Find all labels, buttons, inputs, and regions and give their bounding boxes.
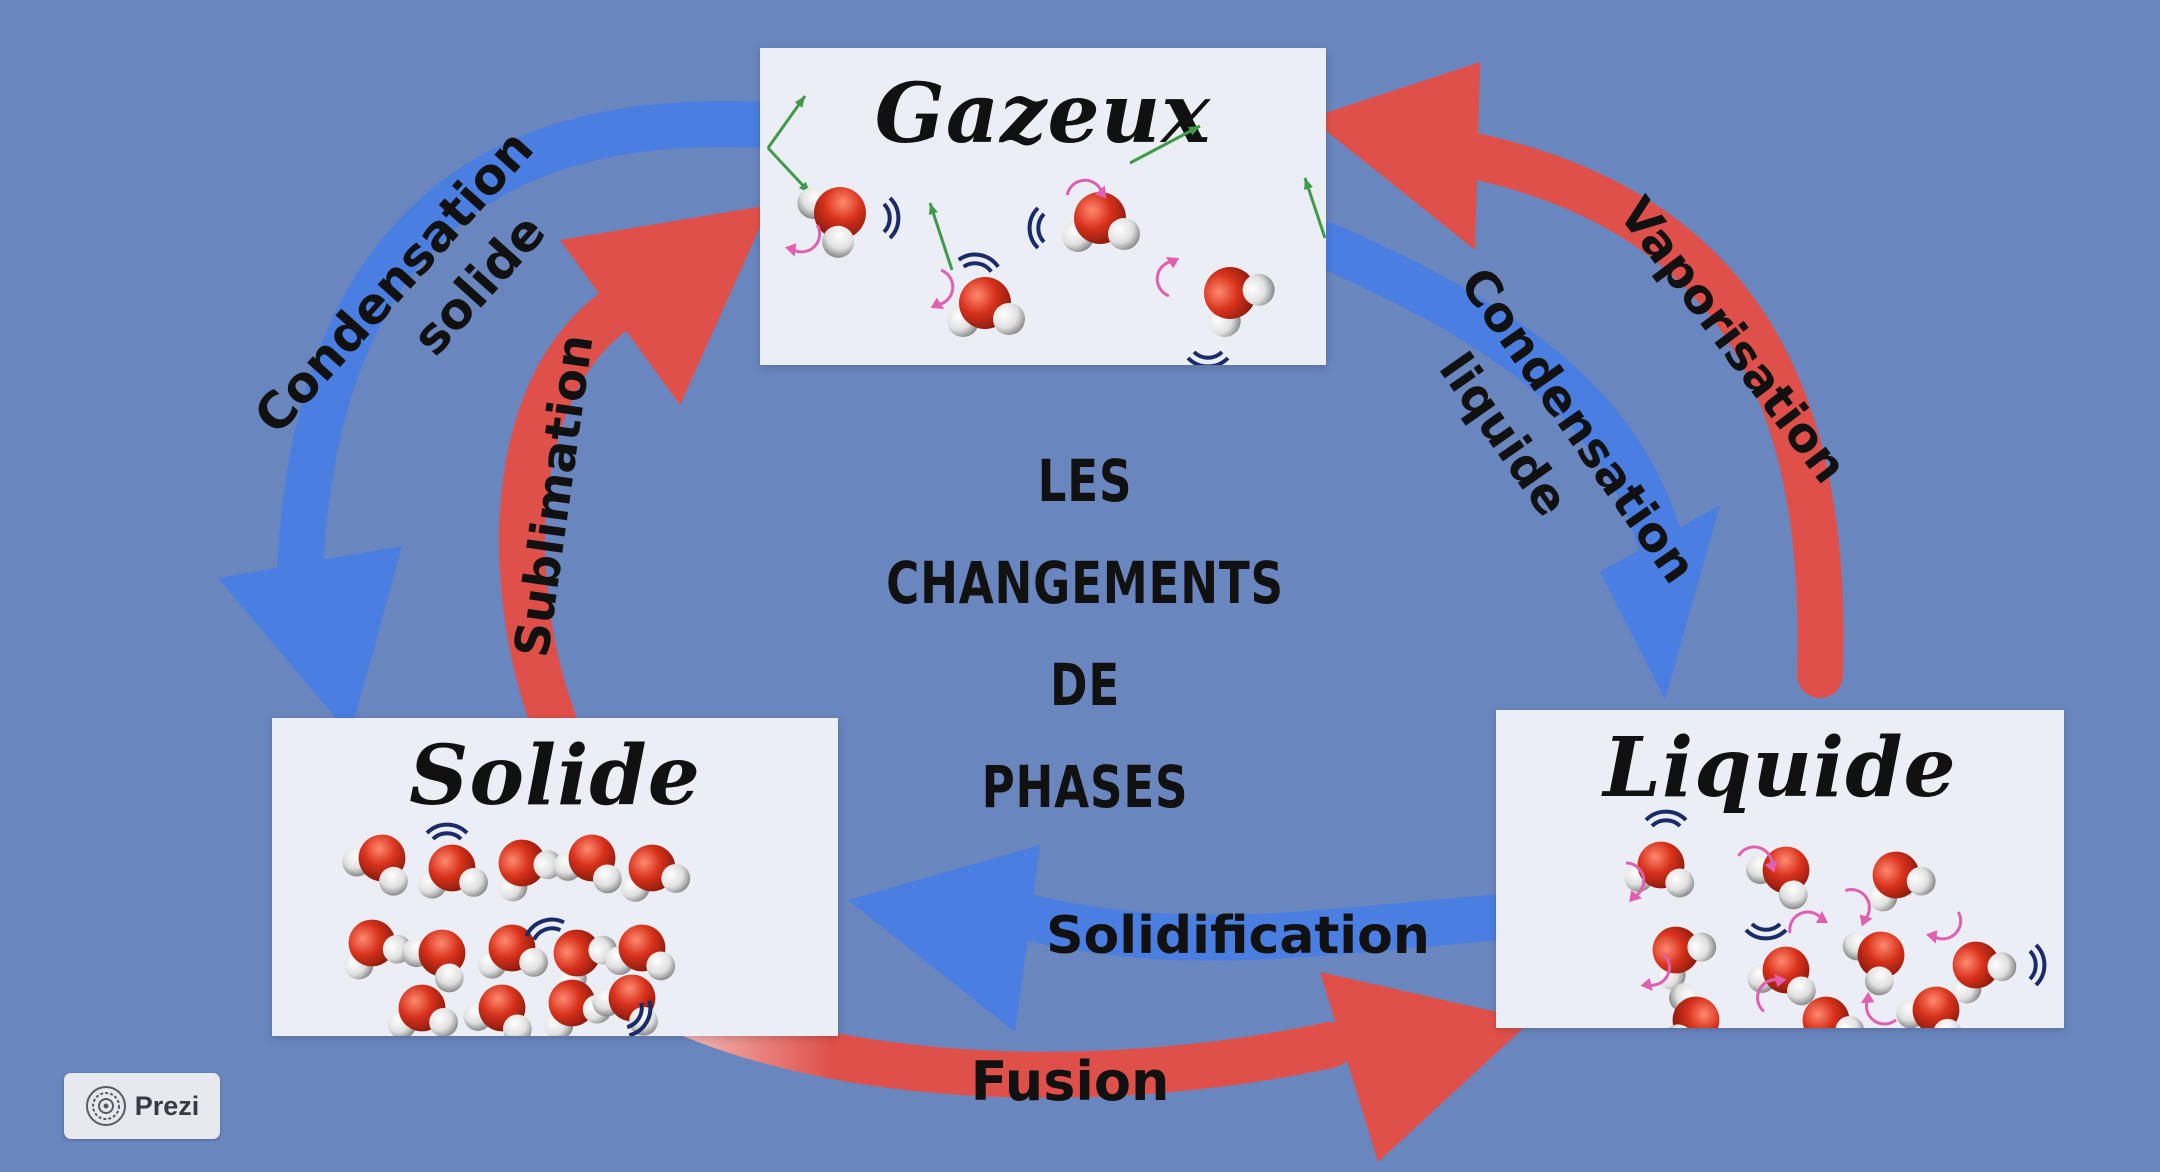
water-molecule xyxy=(1952,941,2017,1004)
rotation-arrow xyxy=(1844,888,1873,927)
title-line-2: CHANGEMENTS DE xyxy=(886,549,1284,719)
rotation-arrow xyxy=(1756,973,1787,1013)
rotation-arrow xyxy=(1065,178,1107,199)
water-molecule xyxy=(402,929,466,993)
sublimation-arrowhead xyxy=(560,205,770,405)
water-molecule xyxy=(1794,996,1865,1028)
vibration-mark xyxy=(1186,350,1230,365)
water-molecule xyxy=(387,984,458,1036)
rotation-arrow xyxy=(1155,257,1180,298)
solid-molecules xyxy=(342,822,691,1036)
water-molecule xyxy=(1652,926,1717,990)
velocity-arrow xyxy=(1303,177,1326,239)
vibration-mark xyxy=(957,252,1000,273)
water-molecule xyxy=(1663,983,1720,1028)
title-line-1: LES xyxy=(1037,447,1133,515)
condensation-arrow-shaft xyxy=(1302,222,1683,563)
sublimation-arrow-shaft xyxy=(499,262,688,748)
vibration-mark xyxy=(2028,943,2047,987)
rotation-arrow xyxy=(930,268,955,309)
solidification-arrowhead xyxy=(848,845,1040,1032)
water-molecule xyxy=(498,839,563,902)
solidification-label: Solidification xyxy=(1046,906,1430,966)
velocity-arrow xyxy=(1129,124,1201,165)
rotation-arrow xyxy=(785,224,822,257)
velocity-arrow xyxy=(766,95,807,149)
vibration-mark xyxy=(626,1000,653,1036)
prezi-logo-icon xyxy=(85,1086,126,1126)
prezi-label: Prezi xyxy=(134,1090,200,1121)
rotation-arrow xyxy=(1860,991,1897,1026)
vibration-mark xyxy=(1027,206,1046,250)
diagram-title: LES CHANGEMENTS DE PHASES xyxy=(878,430,1291,838)
velocity-arrow xyxy=(928,202,954,271)
rotation-arrow xyxy=(1640,952,1671,992)
condensation-arrowhead xyxy=(1600,505,1720,700)
gas-phase-title: Gazeux xyxy=(874,66,1212,162)
water-molecule xyxy=(797,186,866,258)
vibration-mark xyxy=(1644,809,1688,828)
water-molecule xyxy=(605,924,676,981)
prezi-badge[interactable]: Prezi xyxy=(64,1073,220,1139)
vibration-mark xyxy=(425,822,469,841)
liquid-molecules xyxy=(1624,809,2047,1028)
title-line-3: PHASES xyxy=(981,753,1189,821)
rotation-arrow xyxy=(1788,910,1828,934)
solid-phase-box: Solide xyxy=(272,718,838,1036)
water-molecule xyxy=(1868,851,1936,912)
rotation-arrow xyxy=(1737,845,1778,873)
water-molecule xyxy=(1842,931,1905,996)
rotation-arrow xyxy=(1625,861,1646,903)
water-molecule xyxy=(342,834,408,896)
vibration-mark xyxy=(1744,922,1788,941)
vaporization-arrow-shaft xyxy=(1422,127,1844,698)
vibration-mark xyxy=(882,196,901,240)
water-molecule xyxy=(553,834,622,894)
water-molecule xyxy=(1204,267,1275,337)
water-molecule xyxy=(417,844,488,899)
water-molecule xyxy=(477,924,548,979)
solid-phase-title: Solide xyxy=(409,728,701,824)
fusion-arrowhead xyxy=(1320,972,1532,1162)
water-molecule xyxy=(1746,846,1810,910)
water-molecule xyxy=(1896,986,1962,1028)
gas-phase-box: Gazeux xyxy=(760,48,1326,365)
rotation-arrow xyxy=(1926,911,1963,944)
water-molecule xyxy=(1624,841,1695,898)
water-molecule xyxy=(620,844,691,902)
gas-molecules xyxy=(766,95,1326,365)
vibration-mark xyxy=(524,917,565,941)
deposition-arrowhead xyxy=(218,546,402,735)
water-molecule xyxy=(463,984,532,1036)
water-molecule xyxy=(1062,192,1140,252)
solidification-arrow-shaft xyxy=(977,887,1553,961)
water-molecule xyxy=(1747,946,1816,1006)
vaporization-label: Vaporisation xyxy=(1608,187,1858,494)
liquid-phase-title: Liquide xyxy=(1603,720,1957,816)
deposition-arrow-shaft xyxy=(277,100,788,593)
vaporization-arrowhead xyxy=(1310,62,1480,250)
fusion-label: Fusion xyxy=(971,1050,1170,1113)
velocity-arrow xyxy=(766,146,812,195)
liquid-phase-box: Liquide xyxy=(1496,710,2064,1028)
water-molecule xyxy=(947,277,1025,337)
